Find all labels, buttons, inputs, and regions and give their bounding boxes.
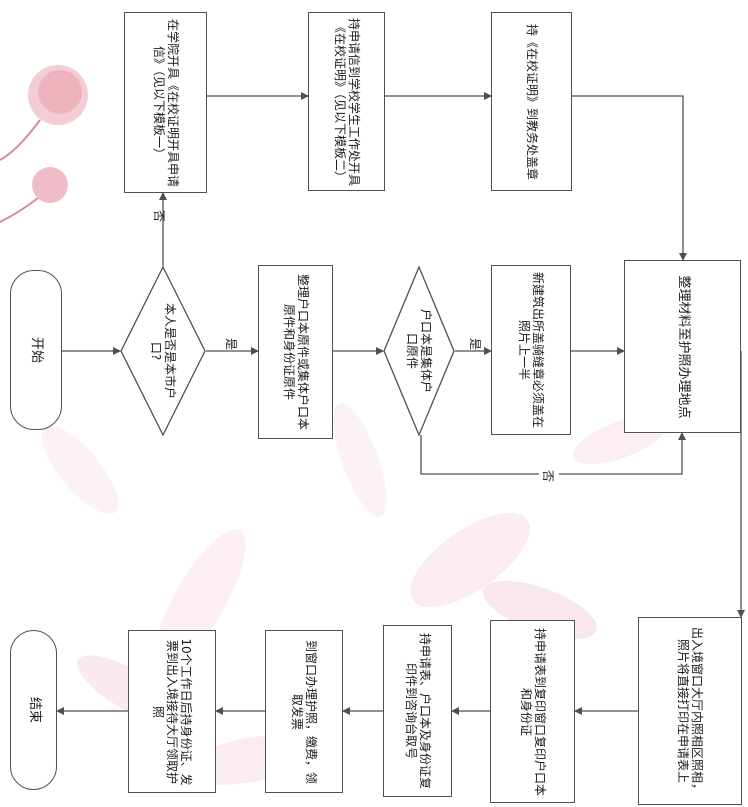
step-copy-window: 持申请表到复印窗口复印户口本和身份证 [490,620,575,803]
flower-bud-icon [0,65,88,161]
step-prepare-material-label: 整理材料至护照办理地点 [675,274,691,418]
step-copy-stamp-label: 新建筑出所盖骑缝章必须盖在照片上一半 [517,271,546,428]
step-photo: 出入境窗口大厅内照相区照相，照片将直接打印在申请表上 [638,617,742,805]
start-label: 开始 [28,336,44,363]
step-pay-label: 到窗口办理护照，缴费，领取发票 [290,639,319,784]
step-collect: 10个工作日后持身份证、发票到出入境接待大厅领取护照 [128,630,216,793]
end-label: 结束 [26,696,42,723]
decision-local-hukou-label: 本人是否是本市户口? [149,303,178,400]
step-school-letter-label: 在学院开具《在校证明开具申请信》（见以下模板一） [151,18,180,187]
decision-collective-hukou-label: 户口本是集体户口原件 [405,308,434,393]
step-copy-stamp: 新建筑出所盖骑缝章必须盖在照片上一半 [491,265,571,435]
step-school-letter: 在学院开具《在校证明开具申请信》（见以下模板一） [124,12,207,193]
step-prepare-material: 整理材料至护照办理地点 [624,260,741,433]
decision-collective-hukou: 户口本是集体户口原件 [383,266,455,436]
arrow-stamp-to-material [572,95,687,261]
end-node: 结束 [10,630,57,790]
decision-diamond-shape [383,266,455,436]
flower-bud-icon [0,167,68,223]
step-prepare-hukou-label: 整理户口本原件或集体户口本原件和身份证原件 [281,273,310,430]
decision-diamond-shape [120,266,206,436]
step-student-office: 持申请信到学校学生工作处开具《在校证明》（见以下模板二） [308,12,385,191]
step-pay: 到窗口办理护照，缴费，领取发票 [265,630,343,793]
edge-label-no: 否 [539,466,559,486]
step-copy-window-label: 持申请表到复印窗口复印户口本和身份证 [518,627,547,796]
edge-label-no: 否 [152,209,167,222]
decision-local-hukou: 本人是否是本市户口? [120,266,206,436]
edge-label-yes: 是 [468,337,483,350]
start-node: 开始 [10,270,62,430]
step-photo-label: 出入境窗口大厅内照相区照相，照片将直接打印在申请表上 [676,626,705,795]
step-take-number-label: 持申请表、户口本及身份证复印件到咨询台取号 [403,632,432,789]
edge-label-yes: 是 [224,337,239,350]
step-prepare-hukou: 整理户口本原件或集体户口本原件和身份证原件 [258,265,333,439]
step-student-office-label: 持申请信到学校学生工作处开具《在校证明》（见以下模板二） [332,17,361,186]
step-collect-label: 10个工作日后持身份证、发票到出入境接待大厅领取护照 [150,637,194,786]
step-stamp: 持《在校证明》到教务处盖章 [491,12,572,191]
step-stamp-label: 持《在校证明》到教务处盖章 [524,23,539,180]
step-take-number: 持申请表、户口本及身份证复印件到咨询台取号 [383,625,452,797]
